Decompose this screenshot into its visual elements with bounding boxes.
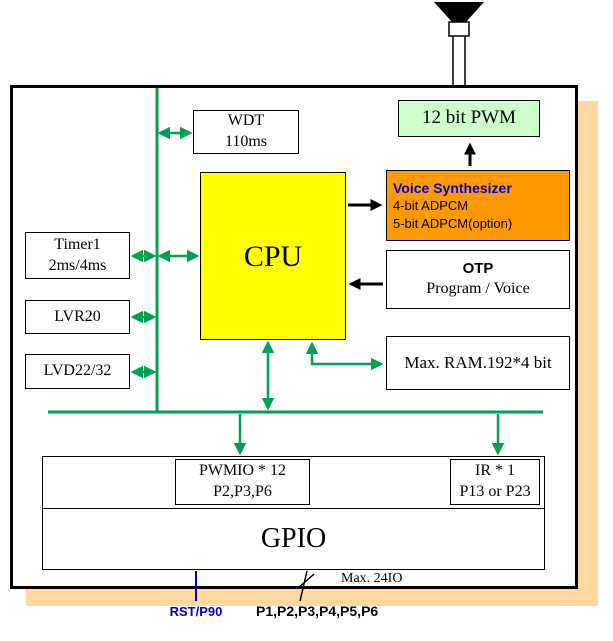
- pwmio-pins: P2,P3,P6: [213, 483, 272, 500]
- block-wdt-period: 110ms: [224, 133, 268, 150]
- block-wdt: WDT 110ms: [193, 110, 299, 154]
- timer1-name: Timer1: [54, 235, 101, 253]
- timer1-period: 2ms/4ms: [48, 256, 107, 274]
- block-timer1: Timer1 2ms/4ms: [25, 232, 130, 279]
- pwmio-name: PWMIO * 12: [198, 462, 287, 480]
- lvd-label: LVD22/32: [43, 362, 112, 380]
- block-ram: Max. RAM.192*4 bit: [386, 336, 570, 390]
- block-lvr20: LVR20: [25, 300, 130, 334]
- ram-label: Max. RAM.192*4 bit: [404, 352, 552, 372]
- block-12bit-pwm: 12 bit PWM: [398, 100, 540, 137]
- speaker-icon: [434, 2, 484, 87]
- ir-pins: P13 or P23: [459, 483, 531, 500]
- block-12bit-pwm-label: 12 bit PWM: [422, 107, 516, 129]
- otp-title: OTP: [462, 260, 494, 278]
- speaker-base: [448, 21, 470, 37]
- block-cpu-label: CPU: [243, 239, 303, 273]
- voice-synth-adpcm4: 4-bit ADPCM: [393, 198, 469, 214]
- block-wdt-name: WDT: [227, 112, 265, 130]
- block-ir: IR * 1 P13 or P23: [450, 459, 540, 505]
- gpio-label: GPIO: [260, 522, 327, 554]
- gpio-ports-label: P1,P2,P3,P4,P5,P6: [256, 603, 379, 619]
- voice-synth-title: Voice Synthesizer: [393, 179, 512, 196]
- block-lvd22-32: LVD22/32: [25, 354, 130, 389]
- voice-synth-adpcm5: 5-bit ADPCM(option): [393, 215, 513, 231]
- block-cpu: CPU: [200, 172, 346, 340]
- block-pwmio: PWMIO * 12 P2,P3,P6: [175, 459, 310, 505]
- block-otp: OTP Program / Voice: [386, 250, 570, 309]
- max-io-annotation: Max. 24IO: [341, 571, 403, 586]
- otp-subtitle: Program / Voice: [426, 279, 530, 297]
- block-gpio: GPIO: [42, 508, 545, 570]
- rst-pin-label: RST/P90: [169, 604, 223, 619]
- block-voice-synthesizer: Voice Synthesizer 4-bit ADPCM 5-bit ADPC…: [386, 170, 570, 241]
- ir-name: IR * 1: [475, 462, 515, 480]
- lvr20-label: LVR20: [54, 307, 101, 325]
- speaker-cone: [434, 2, 484, 22]
